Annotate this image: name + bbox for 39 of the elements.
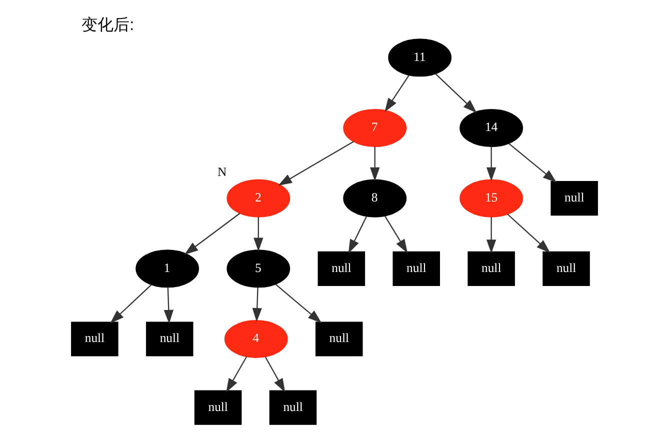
node-box: null xyxy=(70,322,118,356)
arrow xyxy=(226,356,246,392)
node-box: null xyxy=(467,251,514,286)
arrow xyxy=(508,143,556,183)
node-ellipse: 1 xyxy=(135,250,199,288)
arrow xyxy=(348,216,367,254)
node-box: null xyxy=(268,390,316,425)
node-box: null xyxy=(317,251,365,286)
arrow xyxy=(274,284,322,324)
node-ellipse: 15 xyxy=(459,179,523,218)
node-ellipse: 7 xyxy=(342,108,406,148)
node-ellipse: 8 xyxy=(342,179,406,218)
arrow xyxy=(264,356,285,392)
node-box: null xyxy=(392,251,440,286)
node-ellipse: 14 xyxy=(459,108,523,148)
node-box: null xyxy=(194,390,242,425)
arrow xyxy=(486,217,496,254)
arrow xyxy=(486,146,496,182)
arrow xyxy=(384,74,409,112)
node-label: N xyxy=(217,165,226,180)
node-ellipse: 4 xyxy=(224,320,288,358)
arrow xyxy=(163,287,174,324)
arrow xyxy=(110,284,152,324)
node-box: null xyxy=(314,322,362,356)
arrow xyxy=(370,146,380,182)
arrow xyxy=(253,217,263,252)
arrow xyxy=(278,141,354,186)
node-box: null xyxy=(145,322,193,356)
node-ellipse: 2 xyxy=(226,179,290,218)
diagram-title: 变化后: xyxy=(81,16,134,34)
arrow xyxy=(506,214,550,253)
arrow xyxy=(384,216,408,254)
arrow xyxy=(434,73,476,113)
arrow xyxy=(184,212,240,255)
node-ellipse: 5 xyxy=(226,250,290,288)
node-box: null xyxy=(542,251,590,286)
node-ellipse: 11 xyxy=(388,38,452,77)
arrow xyxy=(252,287,262,322)
node-box: null xyxy=(550,181,598,216)
